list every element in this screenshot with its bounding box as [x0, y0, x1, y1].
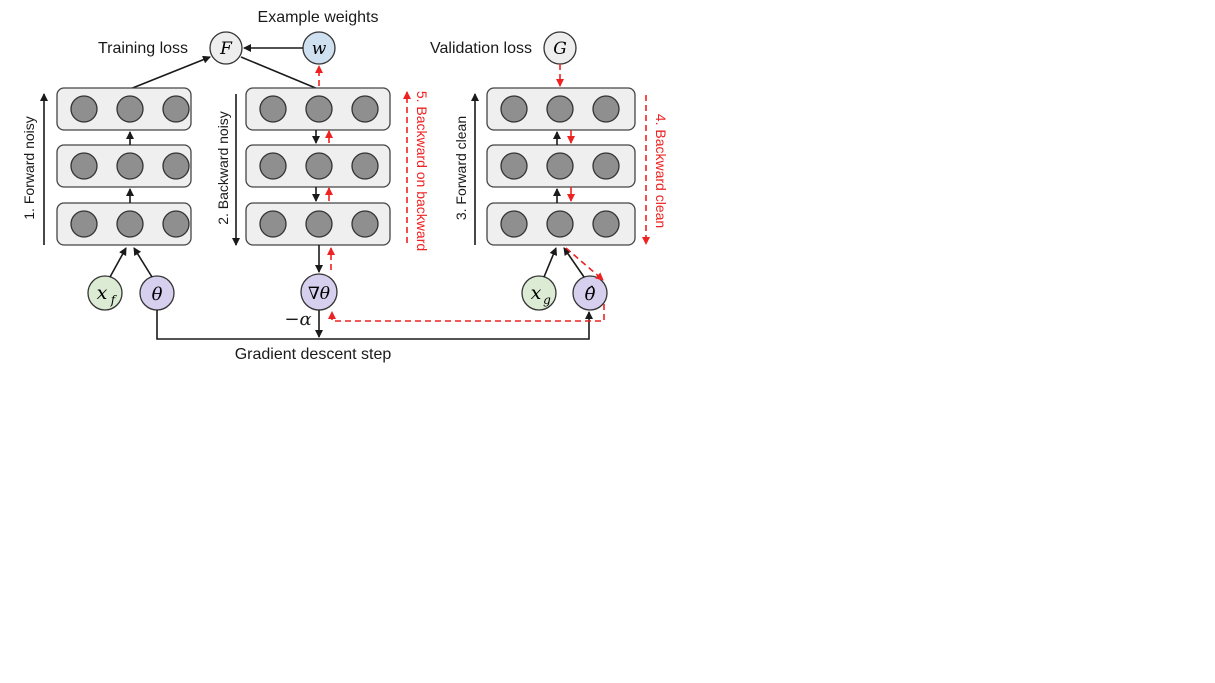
example-weights-label: Example weights	[258, 9, 379, 26]
neuron	[500, 210, 528, 238]
F-to-net2-line	[240, 56, 319, 90]
neuron	[259, 210, 287, 238]
network-forward-noisy	[56, 87, 192, 246]
forward-noisy-label: 1. Forward noisy	[21, 116, 37, 219]
gradient-descent-label: Gradient descent step	[235, 346, 392, 363]
theta-hat-label: θ̂	[585, 284, 596, 305]
neuron	[351, 152, 379, 180]
neuron	[70, 210, 98, 238]
grad-theta-label: ∇θ	[308, 284, 330, 304]
neuron	[259, 152, 287, 180]
w-node: w	[302, 31, 336, 65]
network-backward-noisy	[245, 87, 391, 273]
theta-label: θ	[152, 284, 163, 305]
neuron	[592, 210, 620, 238]
neg-alpha-label: −α	[284, 309, 311, 330]
gradient-descent-path	[156, 310, 593, 340]
backward-noisy-label: 2. Backward noisy	[215, 111, 231, 225]
xg-to-net3	[543, 247, 558, 278]
theta-hat-node: θ̂	[572, 275, 608, 311]
net1-to-F-arrow	[129, 55, 211, 90]
theta-to-net1	[133, 247, 153, 278]
neuron	[259, 95, 287, 123]
neuron	[305, 95, 333, 123]
training-loss-label: Training loss	[98, 40, 188, 57]
network-forward-clean	[486, 87, 636, 246]
neuron	[70, 152, 98, 180]
neuron	[546, 95, 574, 123]
neuron	[162, 210, 190, 238]
theta-node: θ	[139, 275, 175, 311]
x-g-sub: g	[543, 293, 551, 307]
validation-loss-label: Validation loss	[430, 40, 532, 57]
F-node: F	[209, 31, 243, 65]
red-backward-paths	[315, 64, 650, 322]
forward-clean-label: 3. Forward clean	[453, 116, 469, 220]
neuron	[351, 95, 379, 123]
neuron	[592, 95, 620, 123]
backward-clean-label: 4. Backward clean	[653, 114, 669, 228]
neuron	[116, 210, 144, 238]
x-f-sub: f	[110, 293, 118, 307]
backward-on-backward-label: 5. Backward on backward	[414, 91, 430, 251]
x-g-base: x	[531, 282, 542, 304]
neuron	[116, 152, 144, 180]
neuron	[546, 210, 574, 238]
x-g-node: x g	[521, 275, 557, 311]
neuron	[162, 152, 190, 180]
neuron	[305, 210, 333, 238]
neuron	[70, 95, 98, 123]
thetahat-to-net3	[563, 247, 585, 278]
neuron	[500, 152, 528, 180]
neuron	[116, 95, 144, 123]
neuron	[305, 152, 333, 180]
xf-to-net1	[109, 247, 127, 278]
neuron	[351, 210, 379, 238]
neuron	[592, 152, 620, 180]
x-f-node: x f	[87, 275, 123, 311]
neuron	[546, 152, 574, 180]
F-node-label: F	[219, 39, 233, 59]
grad-theta-node: ∇θ	[300, 273, 338, 311]
neuron	[500, 95, 528, 123]
G-node-label: G	[553, 39, 567, 59]
neuron	[162, 95, 190, 123]
G-node: G	[543, 31, 577, 65]
w-node-label: w	[312, 39, 327, 59]
x-f-base: x	[97, 282, 108, 304]
